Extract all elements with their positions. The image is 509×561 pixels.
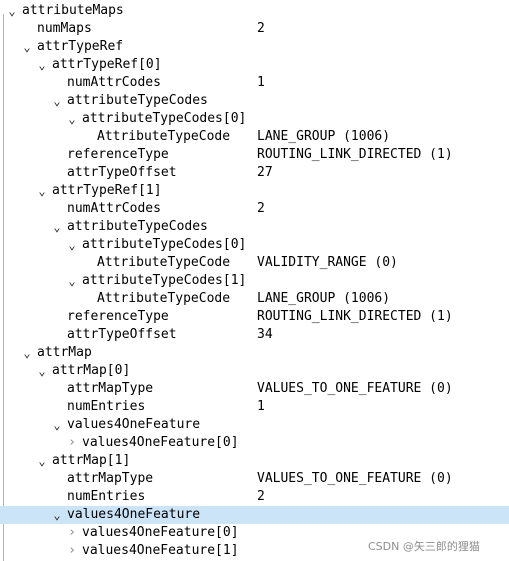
field-name: attributeMaps <box>22 3 124 18</box>
tree-row[interactable]: AttributeTypeCode LANE_GROUP (1006) <box>0 128 509 146</box>
field-name: numAttrCodes <box>67 75 161 90</box>
field-value: ROUTING_LINK_DIRECTED (1) <box>257 147 453 162</box>
chevron-down-icon[interactable]: ⌄ <box>53 220 61 234</box>
tree-row[interactable]: ⌄ attributeTypeCodes[0] <box>0 236 509 254</box>
tree-row[interactable]: attrTypeOffset 27 <box>0 164 509 182</box>
field-name: attrMap[0] <box>52 363 131 378</box>
field-value: 2 <box>257 489 265 504</box>
chevron-down-icon[interactable]: ⌄ <box>38 454 46 468</box>
tree-row[interactable]: numAttrCodes 1 <box>0 74 509 92</box>
chevron-down-icon[interactable]: ⌄ <box>38 58 46 72</box>
field-name: attributeTypeCodes <box>67 219 208 234</box>
chevron-right-icon[interactable]: › <box>68 525 76 540</box>
tree-row[interactable]: attrMapType VALUES_TO_ONE_FEATURE (0) <box>0 470 509 488</box>
field-value: 2 <box>257 21 265 36</box>
field-name: attrMapType <box>67 381 154 396</box>
chevron-down-icon[interactable]: ⌄ <box>68 238 76 252</box>
chevron-down-icon[interactable]: ⌄ <box>53 508 61 522</box>
tree-row[interactable]: attrTypeOffset 34 <box>0 326 509 344</box>
field-value: VALUES_TO_ONE_FEATURE (0) <box>257 471 453 486</box>
field-value: LANE_GROUP (1006) <box>257 129 391 144</box>
chevron-down-icon[interactable]: ⌄ <box>68 112 76 126</box>
chevron-right-icon[interactable]: › <box>68 435 76 450</box>
tree-row[interactable]: › values4OneFeature[0] <box>0 524 509 542</box>
tree-row[interactable]: ⌄ attrTypeRef <box>0 38 509 56</box>
tree-guide-line <box>3 14 4 561</box>
watermark: CSDN @矢三郎的狸猫 <box>368 540 480 553</box>
tree-row[interactable]: › values4OneFeature[0] <box>0 434 509 452</box>
tree-row[interactable]: ⌄ values4OneFeature <box>0 506 509 524</box>
field-name: numMaps <box>37 21 92 36</box>
field-name: attrMap <box>37 345 92 360</box>
chevron-down-icon[interactable]: ⌄ <box>53 94 61 108</box>
field-value: 1 <box>257 399 265 414</box>
tree-row[interactable]: referenceType ROUTING_LINK_DIRECTED (1) <box>0 308 509 326</box>
field-name: attrTypeOffset <box>67 165 177 180</box>
field-value: ROUTING_LINK_DIRECTED (1) <box>257 309 453 324</box>
field-name: values4OneFeature[1] <box>82 543 239 558</box>
tree-row[interactable]: ⌄ attrTypeRef[1] <box>0 182 509 200</box>
tree-row[interactable]: ⌄ attrTypeRef[0] <box>0 56 509 74</box>
field-name: values4OneFeature[0] <box>82 525 239 540</box>
field-name: attrTypeRef <box>37 39 124 54</box>
tree-row[interactable]: AttributeTypeCode LANE_GROUP (1006) <box>0 290 509 308</box>
field-name: values4OneFeature <box>67 507 201 522</box>
field-value: LANE_GROUP (1006) <box>257 291 391 306</box>
field-value: 34 <box>257 327 273 342</box>
field-name: attrTypeRef[1] <box>52 183 162 198</box>
field-name: AttributeTypeCode <box>97 255 231 270</box>
field-name: attrMap[1] <box>52 453 131 468</box>
tree-row[interactable]: ⌄ attrMap <box>0 344 509 362</box>
field-value: 27 <box>257 165 273 180</box>
tree-row[interactable]: AttributeTypeCode VALIDITY_RANGE (0) <box>0 254 509 272</box>
field-name: values4OneFeature[0] <box>82 435 239 450</box>
tree-row[interactable]: ⌄ attributeTypeCodes <box>0 218 509 236</box>
field-name: numEntries <box>67 489 146 504</box>
chevron-down-icon[interactable]: ⌄ <box>68 274 76 288</box>
field-name: values4OneFeature <box>67 417 201 432</box>
chevron-down-icon[interactable]: ⌄ <box>23 346 31 360</box>
chevron-down-icon[interactable]: ⌄ <box>23 40 31 54</box>
tree-row[interactable]: numEntries 2 <box>0 488 509 506</box>
tree-row[interactable]: ⌄ attrMap[1] <box>0 452 509 470</box>
tree-row[interactable]: ⌄ attributeTypeCodes[1] <box>0 272 509 290</box>
chevron-down-icon[interactable]: ⌄ <box>38 364 46 378</box>
tree-row[interactable]: ⌄ attributeTypeCodes[0] <box>0 110 509 128</box>
field-value: VALIDITY_RANGE (0) <box>257 255 398 270</box>
field-name: numAttrCodes <box>67 201 161 216</box>
tree-row[interactable]: ⌄ attributeTypeCodes <box>0 92 509 110</box>
tree-row[interactable]: ⌄ attributeMaps <box>0 2 509 20</box>
tree-row[interactable]: › values4OneFeature[1] <box>0 542 509 560</box>
tree-row[interactable]: numMaps 2 <box>0 20 509 38</box>
field-name: attrTypeOffset <box>67 327 177 342</box>
tree-row[interactable]: referenceType ROUTING_LINK_DIRECTED (1) <box>0 146 509 164</box>
chevron-right-icon[interactable]: › <box>68 543 76 558</box>
field-value: 1 <box>257 75 265 90</box>
tree-row[interactable]: attrMapType VALUES_TO_ONE_FEATURE (0) <box>0 380 509 398</box>
chevron-down-icon[interactable]: ⌄ <box>8 4 16 18</box>
field-name: attributeTypeCodes[0] <box>82 111 247 126</box>
tree-row[interactable]: ⌄ attrMap[0] <box>0 362 509 380</box>
field-name: attrTypeRef[0] <box>52 57 162 72</box>
field-name: AttributeTypeCode <box>97 129 231 144</box>
field-name: attributeTypeCodes[0] <box>82 237 247 252</box>
field-name: attrMapType <box>67 471 154 486</box>
tree-row[interactable]: numAttrCodes 2 <box>0 200 509 218</box>
tree-row[interactable]: numEntries 1 <box>0 398 509 416</box>
field-value: VALUES_TO_ONE_FEATURE (0) <box>257 381 453 396</box>
chevron-down-icon[interactable]: ⌄ <box>53 418 61 432</box>
field-name: referenceType <box>67 147 169 162</box>
tree-row[interactable]: ⌄ values4OneFeature <box>0 416 509 434</box>
field-name: attributeTypeCodes <box>67 93 208 108</box>
chevron-down-icon[interactable]: ⌄ <box>38 184 46 198</box>
field-value: 2 <box>257 201 265 216</box>
field-name: AttributeTypeCode <box>97 291 231 306</box>
field-name: attributeTypeCodes[1] <box>82 273 247 288</box>
field-name: numEntries <box>67 399 146 414</box>
field-name: referenceType <box>67 309 169 324</box>
